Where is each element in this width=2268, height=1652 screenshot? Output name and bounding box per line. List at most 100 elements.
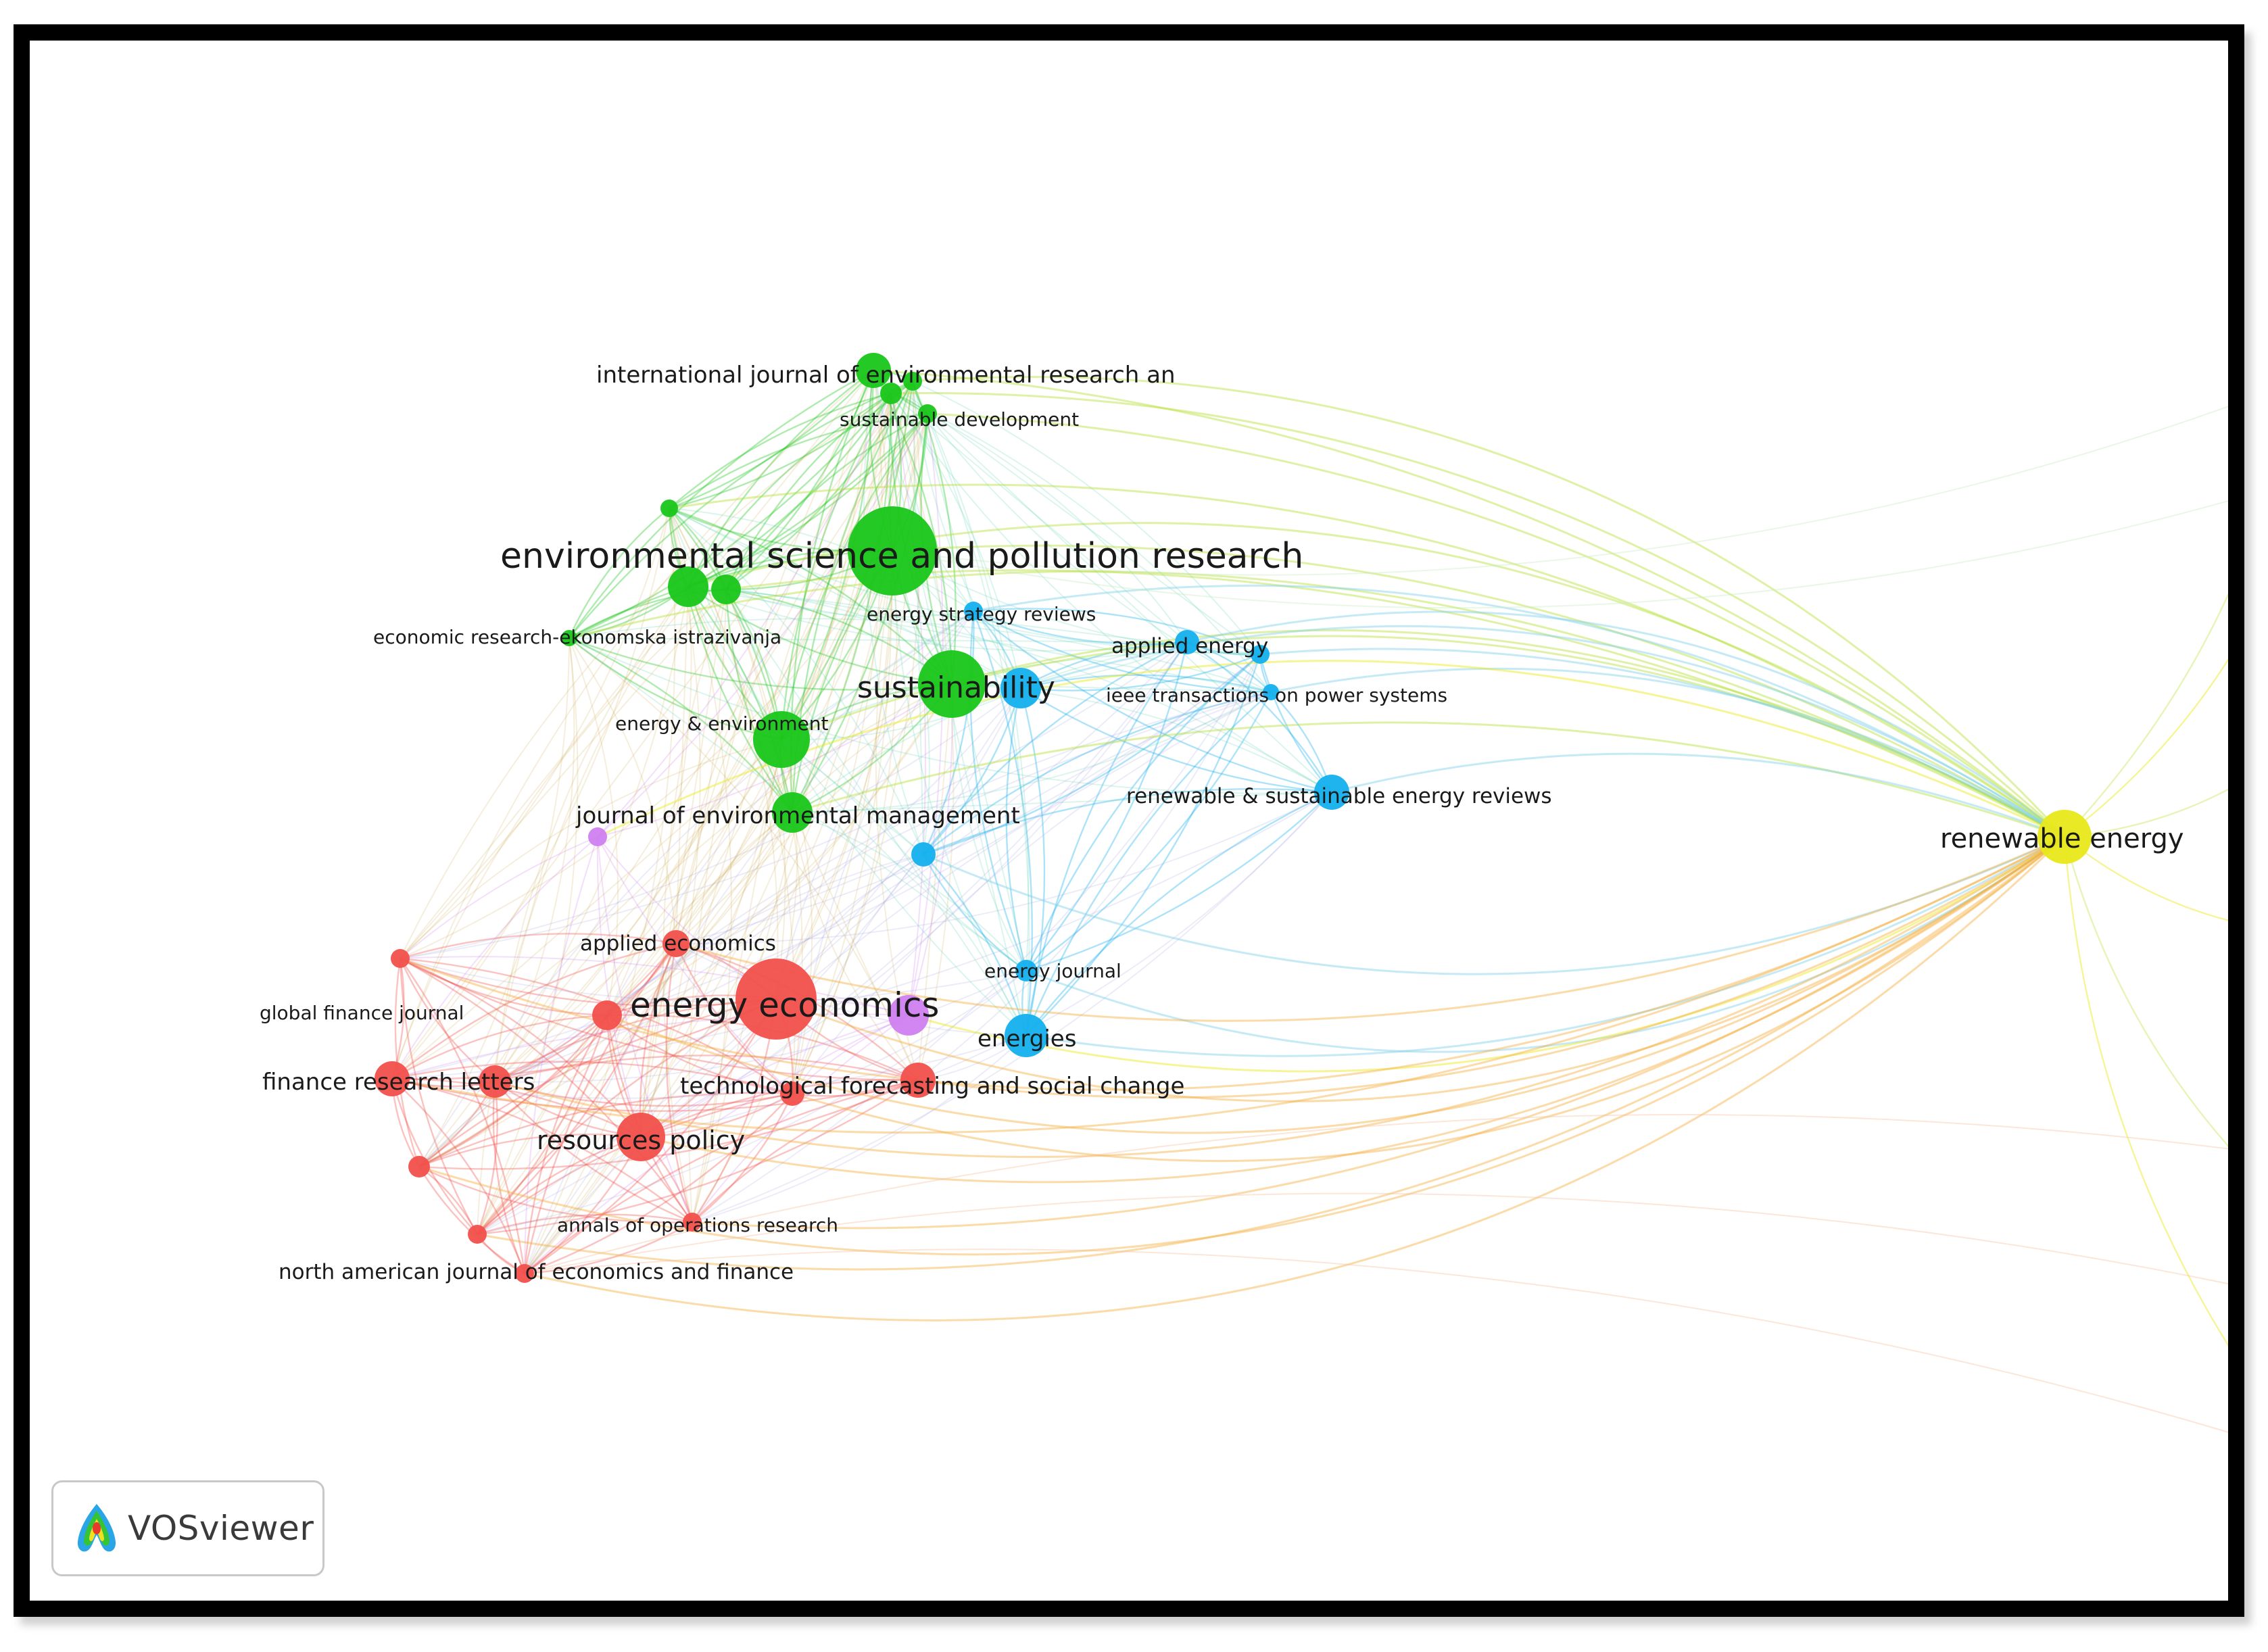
network-node-re[interactable] [2037, 810, 2092, 864]
network-edge [477, 812, 793, 1235]
network-node-g2[interactable] [668, 566, 708, 607]
network-edge [792, 550, 898, 1094]
network-edge [400, 589, 727, 959]
network-edge [418, 691, 1272, 1167]
vosviewer-badge[interactable]: VOSviewer [51, 1480, 324, 1576]
network-node-tf2[interactable] [900, 1063, 936, 1098]
network-edge [973, 610, 1272, 694]
network-edge [597, 413, 928, 837]
network-node-p1[interactable] [888, 995, 929, 1036]
network-edge [923, 687, 1022, 855]
network-node-jem[interactable] [772, 792, 813, 833]
network-edge [477, 835, 2065, 1271]
label-sustainability[interactable]: sustainability [857, 671, 1055, 705]
network-node-gfj[interactable] [391, 949, 410, 968]
network-node-ee[interactable] [735, 958, 817, 1040]
network-edge [400, 958, 526, 1274]
network-edge [400, 687, 1021, 959]
network-edge [669, 412, 928, 509]
network-node-esp[interactable] [848, 506, 937, 596]
network-edge [494, 835, 2065, 1159]
network-node-ap[interactable] [662, 930, 690, 957]
network-edge [781, 739, 1027, 1036]
network-node-aor[interactable] [683, 1213, 702, 1232]
network-edge [669, 508, 974, 612]
network-edge [675, 835, 2065, 1022]
network-node-r3[interactable] [408, 1156, 430, 1177]
label-applied-economics[interactable]: applied economics [580, 931, 776, 956]
label-north-american-journal[interactable]: north american journal of economics and … [279, 1260, 794, 1284]
network-node-sus2[interactable] [1000, 668, 1041, 708]
label-journal-env-management[interactable]: journal of environmental management [575, 802, 1020, 829]
network-node-r1[interactable] [592, 1000, 622, 1030]
network-node-sus[interactable] [918, 650, 986, 718]
network-edge [569, 637, 619, 1016]
network-edge [524, 1221, 693, 1275]
label-energy-journal[interactable]: energy journal [984, 960, 1121, 982]
network-edge [1025, 641, 1188, 1036]
label-technological-forecasting[interactable]: technological forecasting and social cha… [680, 1073, 1184, 1100]
network-edge [400, 550, 893, 959]
label-energies[interactable]: energies [978, 1025, 1076, 1052]
network-edge [640, 687, 1021, 1138]
network-edge [923, 835, 2065, 975]
network-edge [951, 683, 1027, 971]
label-renewable-sustainable-reviews[interactable]: renewable & sustainable energy reviews [1126, 784, 1552, 808]
network-node-ijer[interactable] [856, 353, 891, 388]
network-edge [640, 550, 893, 1138]
network-node-rsr[interactable] [1314, 775, 1349, 810]
network-node-p2[interactable] [588, 827, 607, 846]
network-node-r2[interactable] [479, 1065, 511, 1098]
label-environmental-science[interactable]: environmental science and pollution rese… [500, 536, 1303, 577]
label-annals-operations-research[interactable]: annals of operations research [557, 1214, 838, 1236]
network-node-g1[interactable] [660, 500, 678, 517]
network-edge [399, 958, 479, 1235]
network-edge [668, 508, 793, 813]
label-energy-economics[interactable]: energy economics [630, 986, 939, 1025]
network-node-ijer2[interactable] [880, 383, 902, 404]
network-node-rp[interactable] [617, 1113, 665, 1161]
network-edge [1026, 691, 1272, 971]
network-edge [781, 687, 1021, 741]
network-node-ae[interactable] [1175, 630, 1199, 654]
network-edge [890, 393, 1332, 793]
network-edge [569, 637, 782, 741]
label-economic-research[interactable]: economic research-ekonomska istrazivanja [373, 626, 781, 648]
network-edge [725, 589, 786, 1000]
label-global-finance-journal[interactable]: global finance journal [260, 1002, 464, 1024]
label-renewable-energy[interactable]: renewable energy [1940, 823, 2184, 854]
network-edge [951, 683, 1272, 693]
network-edge [494, 1054, 919, 1083]
label-ieee-power-systems[interactable]: ieee transactions on power systems [1106, 684, 1447, 706]
network-edge [477, 1213, 693, 1236]
label-energy-environment[interactable]: energy & environment [615, 712, 829, 735]
network-node-en[interactable] [1005, 1014, 1048, 1057]
network-edge [780, 393, 892, 740]
network-edge [890, 393, 1188, 643]
label-finance-research-letters[interactable]: finance research letters [262, 1069, 535, 1096]
label-applied-energy[interactable]: applied energy [1111, 634, 1268, 658]
network-edge [908, 835, 2065, 1073]
network-node-esr[interactable] [964, 602, 983, 621]
label-sustainable-development[interactable]: sustainable development [840, 408, 1079, 431]
network-node-ijer3[interactable] [903, 372, 922, 391]
network-node-g3[interactable] [711, 575, 741, 604]
network-node-tf[interactable] [780, 1082, 804, 1106]
network-edge [1259, 648, 2065, 838]
network-node-er[interactable] [561, 630, 577, 646]
network-edge [725, 589, 1021, 689]
network-node-env[interactable] [753, 711, 810, 768]
network-node-naj[interactable] [515, 1264, 534, 1283]
network-edge [569, 369, 874, 639]
network-node-sd[interactable] [918, 404, 937, 423]
network-node-r4[interactable] [468, 1225, 487, 1244]
label-energy-strategy-reviews[interactable]: energy strategy reviews [867, 603, 1096, 625]
label-international-journal-env[interactable]: international journal of environmental r… [596, 362, 1176, 389]
network-node-b1[interactable] [911, 842, 936, 867]
network-node-ej[interactable] [1015, 960, 1037, 981]
label-resources-policy[interactable]: resources policy [537, 1125, 745, 1155]
network-node-ae2[interactable] [1251, 645, 1270, 664]
network-node-frl[interactable] [375, 1061, 410, 1096]
network-node-ieee[interactable] [1263, 684, 1279, 700]
